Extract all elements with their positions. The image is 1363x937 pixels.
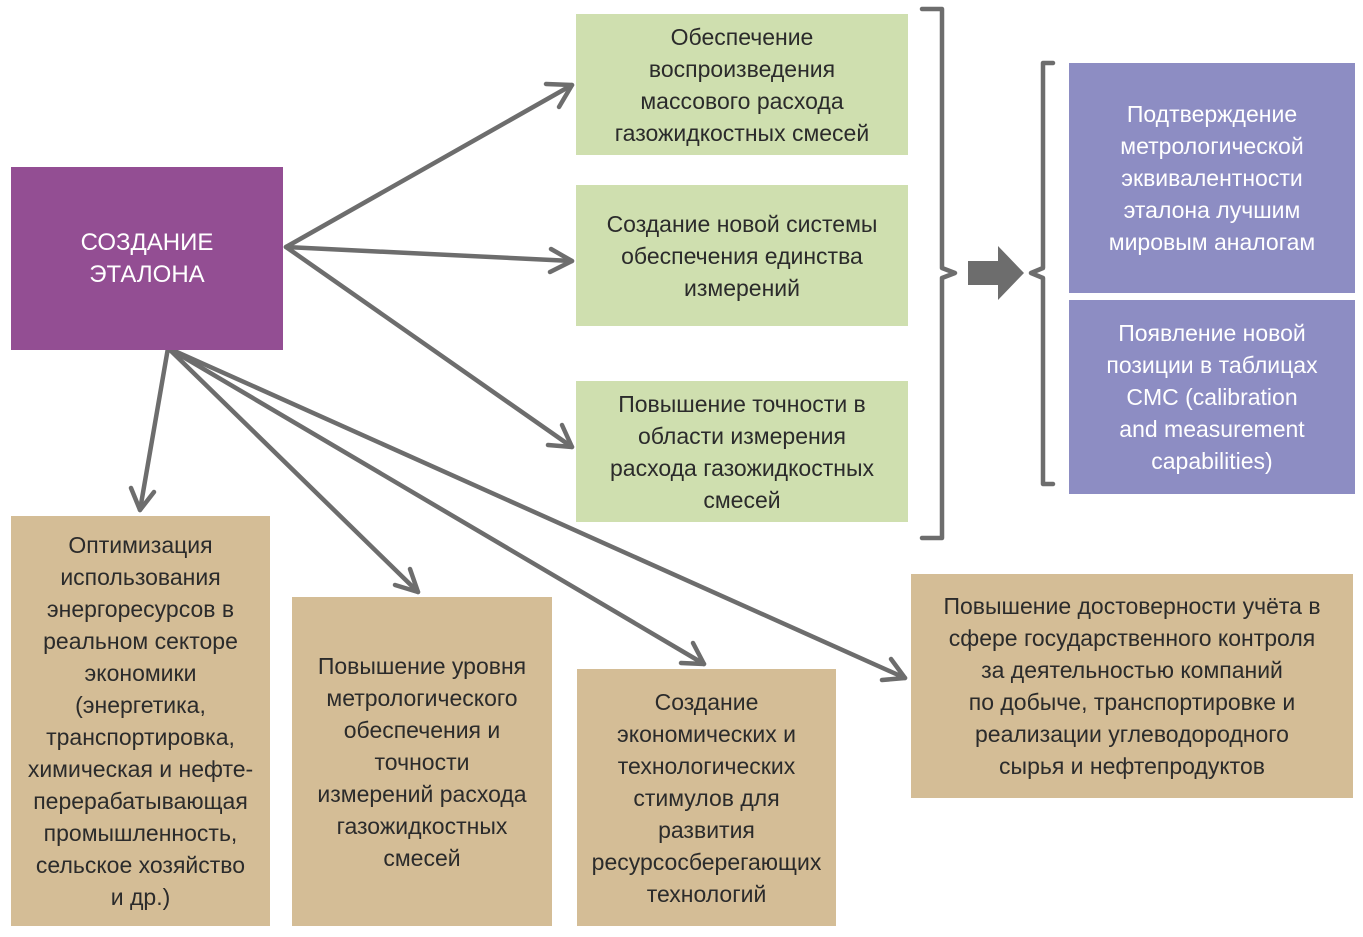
accuracy-label: Повышение точности в области измерения р… [610,390,874,513]
arrow-to-accuracy [283,244,575,450]
block-arrow [968,246,1024,300]
reproduction-box: Обеспечение воспроизведения массового ра… [576,14,908,155]
cmc-label: Появление новой позиции в таблицах CMC (… [1106,320,1318,474]
source-label: СОЗДАНИЕ ЭТАЛОНА [80,228,214,288]
reproduction-label: Обеспечение воспроизведения массового ра… [614,23,870,146]
right-brace [919,6,958,541]
arrow-to-new-system [283,244,575,275]
arrow-to-reproduction [283,81,575,250]
metrology-level-box: Повышение уровня метрологического обеспе… [292,597,552,926]
economic-stimuli-label: Создание экономических и технологических… [591,688,822,907]
economic-stimuli-box: Создание экономических и технологических… [577,669,836,926]
arrow-to-accounting-reliability [165,345,908,683]
energy-optimization-label: Оптимизация использования энергоресурсов… [27,532,254,910]
accounting-reliability-label: Повышение достоверности учёта в сфере го… [943,593,1321,779]
new-system-box: Создание новой системы обеспечения единс… [576,185,908,326]
source-box: СОЗДАНИЕ ЭТАЛОНА [11,167,283,350]
metrology-level-label: Повышение уровня метрологического обеспе… [317,652,527,871]
equivalence-label: Подтверждение метрологической эквивалент… [1108,101,1316,255]
cmc-box: Появление новой позиции в таблицах CMC (… [1069,300,1355,494]
equivalence-box: Подтверждение метрологической эквивалент… [1069,63,1355,293]
arrow-to-economic-stimuli [165,345,707,667]
accounting-reliability-box: Повышение достоверности учёта в сфере го… [911,574,1353,798]
energy-optimization-box: Оптимизация использования энергоресурсов… [11,516,270,926]
new-system-label: Создание новой системы обеспечения единс… [606,210,878,301]
result-bracket [1028,60,1056,487]
accuracy-box: Повышение точности в области измерения р… [576,381,908,522]
arrow-to-energy-optimization [128,345,171,513]
arrow-to-metrology-level [165,345,421,595]
